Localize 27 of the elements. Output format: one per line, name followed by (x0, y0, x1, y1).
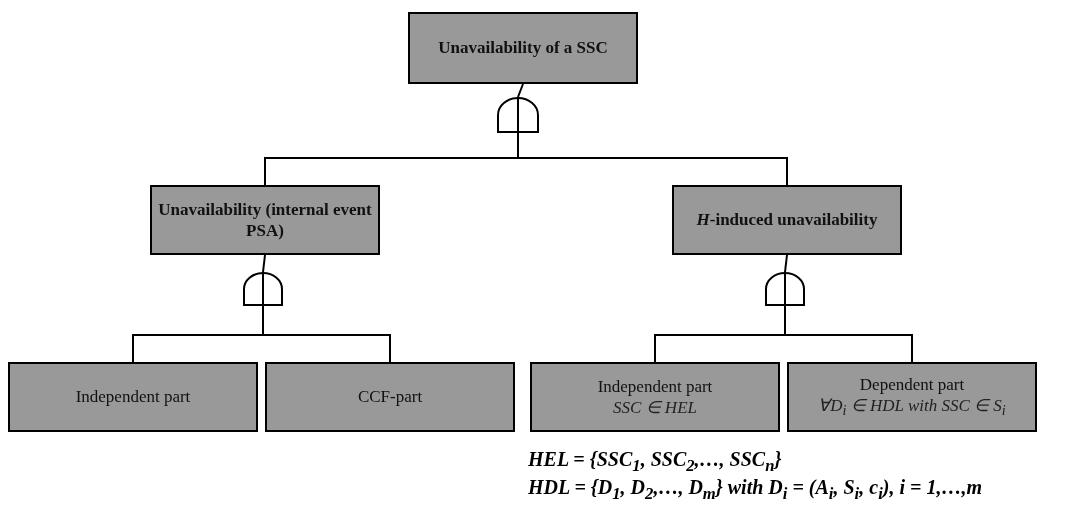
and-gate-symbol (765, 272, 805, 306)
set-condition-text: SSC ∈ HEL (613, 397, 697, 419)
event-box (265, 362, 515, 432)
connector-line (517, 83, 524, 98)
event-label: Dependent part (859, 374, 965, 396)
and-gate-symbol (243, 272, 283, 306)
connector-line (784, 305, 913, 363)
connector-line (784, 254, 788, 273)
connector-line (517, 132, 788, 186)
event-box (8, 362, 258, 432)
event-box (150, 185, 380, 255)
event-label: Independent part (597, 375, 713, 398)
event-label: H-induced unavailability (696, 209, 878, 231)
connector-line (262, 254, 266, 273)
event-label: Unavailability of a SSC (438, 37, 608, 59)
event-box (672, 185, 902, 255)
set-condition-text: ∀D$_{i}$ ∈ HDL with SSC ∈ S$_{i}$ (818, 395, 1006, 420)
formula-text: HDL = {D$_{1}$, D$_{2}$,…, D$_{m}$} with D$_{i}$ = (A$_{i}$, S$_{i}$, c$_{i}$), i = 1,…,m (528, 476, 982, 504)
event-box (408, 12, 638, 84)
connector-line (262, 305, 391, 363)
event-box (530, 362, 780, 432)
event-box (787, 362, 1037, 432)
event-label: Unavailability (internal event PSA) (157, 198, 373, 242)
event-label: CCF-part (357, 386, 423, 408)
event-label: Independent part (75, 386, 191, 408)
and-gate-symbol (497, 97, 539, 133)
formula-text: HEL = {SSC$_{1}$, SSC$_{2}$,…, SSC$_{n}$} (528, 448, 782, 476)
